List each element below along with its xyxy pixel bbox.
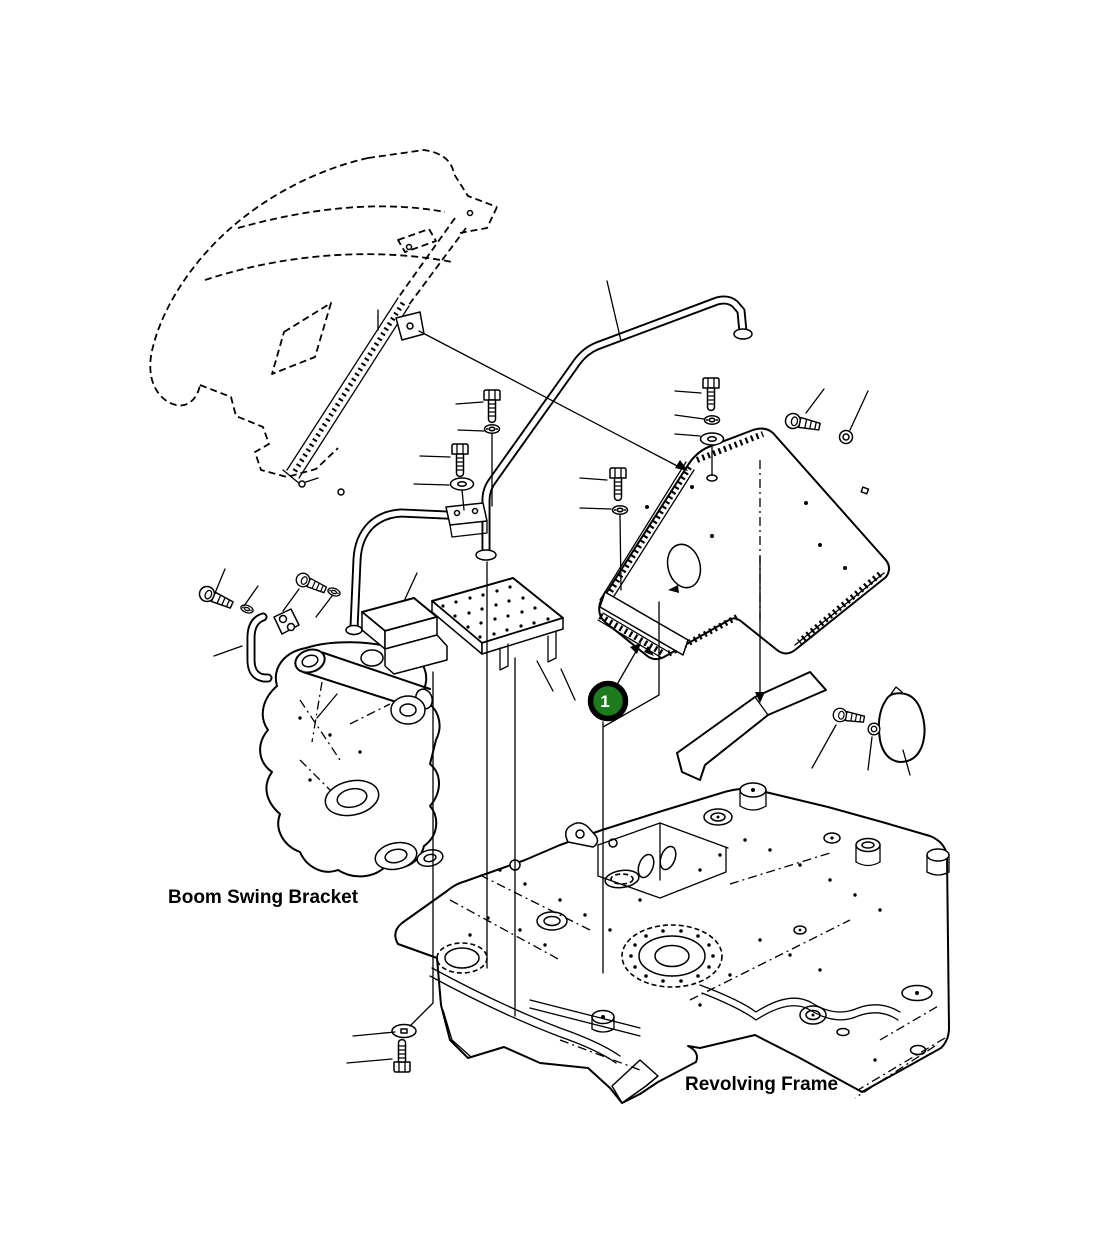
left-handrail bbox=[345, 502, 488, 636]
boom-swing-bracket-drawing bbox=[259, 641, 444, 878]
handrail bbox=[475, 295, 753, 561]
lower-cover-plate bbox=[676, 671, 827, 781]
hex-bolt bbox=[609, 467, 627, 502]
label-revolving-frame: Revolving Frame bbox=[685, 1074, 838, 1095]
revolving-frame-drawing bbox=[394, 782, 950, 1104]
lock-washer bbox=[326, 585, 342, 599]
small-cover bbox=[877, 686, 926, 763]
socket-bolt bbox=[831, 706, 866, 727]
support-bracket bbox=[360, 597, 448, 675]
lock-washer bbox=[611, 505, 629, 515]
callout-1[interactable]: 1 bbox=[587, 643, 642, 722]
lock-washer bbox=[483, 424, 501, 434]
lock-washer bbox=[703, 415, 721, 425]
hex-bolt bbox=[393, 1038, 411, 1073]
ring-washer bbox=[838, 429, 854, 445]
clamp-hook bbox=[246, 608, 300, 683]
socket-bolt bbox=[783, 411, 822, 435]
hex-bolt bbox=[451, 443, 469, 478]
socket-bolt bbox=[293, 570, 329, 597]
socket-bolt bbox=[196, 583, 236, 613]
flat-washer bbox=[391, 1023, 417, 1039]
label-boom-swing-bracket: Boom Swing Bracket bbox=[168, 887, 359, 908]
frame-bosses bbox=[509, 782, 950, 1056]
flat-washer bbox=[699, 432, 725, 446]
lock-washer bbox=[239, 602, 255, 616]
leader-lines bbox=[213, 280, 911, 1064]
ring-washer bbox=[867, 722, 881, 736]
callout-1-number: 1 bbox=[600, 692, 609, 711]
bearing-bolt-circle bbox=[629, 929, 715, 983]
hex-bolt bbox=[702, 377, 720, 412]
frame-detail-dots bbox=[468, 838, 882, 1062]
step-plate bbox=[431, 577, 564, 671]
step-plate-perforations bbox=[441, 585, 550, 639]
cover-flange-strip bbox=[597, 591, 689, 659]
callout-1-circle[interactable] bbox=[587, 680, 629, 722]
hex-bolt bbox=[483, 389, 501, 424]
flat-washer bbox=[449, 477, 475, 491]
canopy-outline bbox=[149, 149, 498, 496]
